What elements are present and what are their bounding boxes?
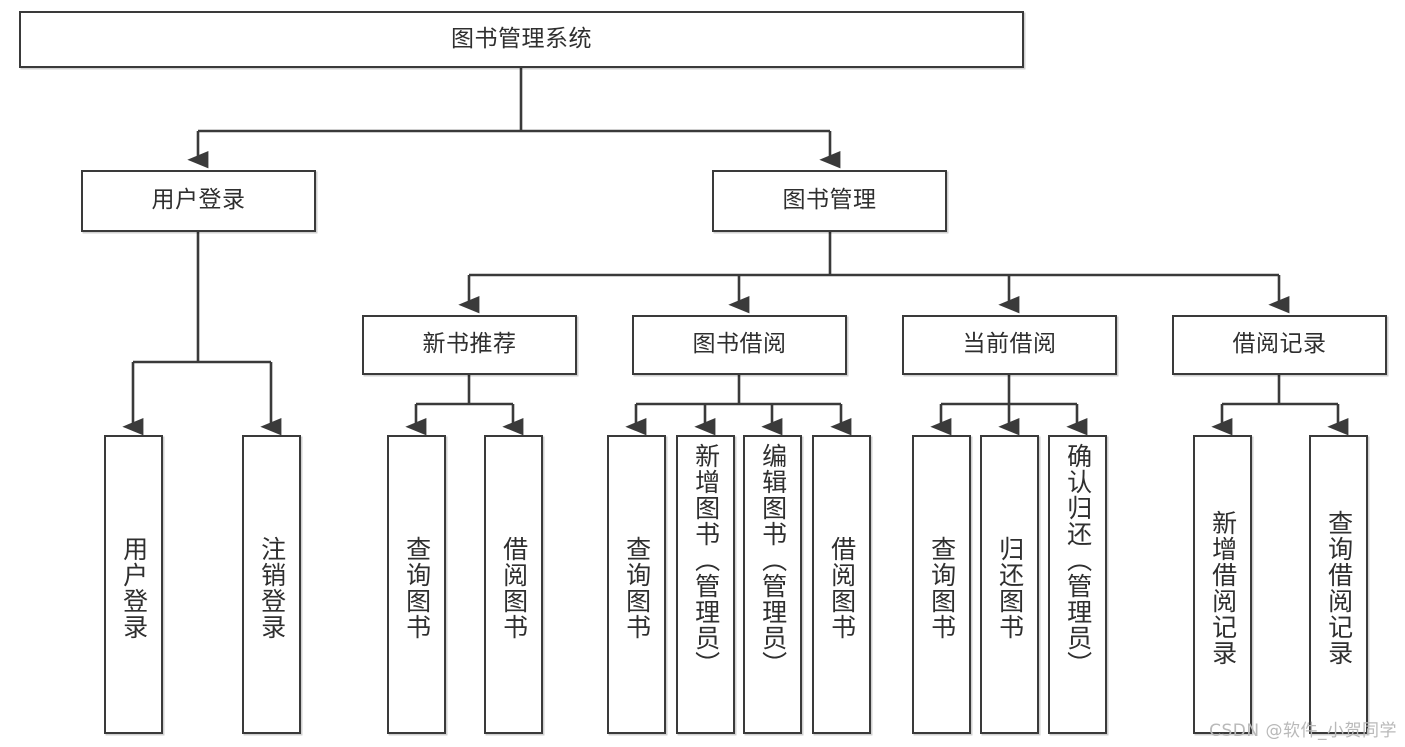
node-book-manage[interactable]: 图书管理: [712, 170, 947, 232]
node-borrow-record-label: 借阅记录: [1232, 331, 1327, 358]
node-user-login-label: 用户登录: [151, 187, 246, 214]
node-leaf-edit-book-label: 编辑图书（管理员）: [758, 443, 788, 677]
node-leaf-add-record-label: 新增借阅记录: [1208, 509, 1238, 666]
node-leaf-confirm-return-label: 确认归还（管理员）: [1063, 443, 1093, 677]
node-leaf-borrow-book-1-label: 借阅图书: [499, 535, 529, 640]
node-user-login[interactable]: 用户登录: [81, 170, 316, 232]
node-new-book-recommend[interactable]: 新书推荐: [362, 315, 577, 375]
node-book-manage-label: 图书管理: [782, 187, 877, 214]
node-current-borrow-label: 当前借阅: [962, 331, 1057, 358]
node-leaf-query-book-3[interactable]: 查询图书: [912, 435, 971, 734]
node-leaf-borrow-book-2[interactable]: 借阅图书: [812, 435, 871, 734]
node-leaf-return-book[interactable]: 归还图书: [980, 435, 1039, 734]
node-borrow-record[interactable]: 借阅记录: [1172, 315, 1387, 375]
node-leaf-return-book-label: 归还图书: [995, 535, 1025, 640]
node-leaf-confirm-return[interactable]: 确认归还（管理员）: [1048, 435, 1107, 734]
node-leaf-user-logout-label: 注销登录: [257, 535, 287, 640]
node-leaf-query-record-label: 查询借阅记录: [1324, 509, 1354, 666]
node-leaf-query-book-3-label: 查询图书: [927, 535, 957, 640]
node-leaf-edit-book[interactable]: 编辑图书（管理员）: [743, 435, 802, 734]
node-leaf-query-book-2[interactable]: 查询图书: [607, 435, 666, 734]
node-leaf-user-login[interactable]: 用户登录: [104, 435, 163, 734]
node-root-label: 图书管理系统: [451, 25, 592, 52]
csdn-watermark: CSDN @软件_小贺同学: [1209, 721, 1397, 741]
node-leaf-user-login-label: 用户登录: [119, 535, 149, 640]
node-book-borrow-label: 图书借阅: [692, 331, 787, 358]
node-leaf-user-logout[interactable]: 注销登录: [242, 435, 301, 734]
node-leaf-query-book-2-label: 查询图书: [622, 535, 652, 640]
node-leaf-query-book-1[interactable]: 查询图书: [387, 435, 446, 734]
node-book-borrow[interactable]: 图书借阅: [632, 315, 847, 375]
node-leaf-add-book-label: 新增图书（管理员）: [691, 443, 721, 677]
node-leaf-add-record[interactable]: 新增借阅记录: [1193, 435, 1252, 734]
node-leaf-add-book[interactable]: 新增图书（管理员）: [676, 435, 735, 734]
node-current-borrow[interactable]: 当前借阅: [902, 315, 1117, 375]
node-new-book-recommend-label: 新书推荐: [422, 331, 517, 358]
node-root[interactable]: 图书管理系统: [19, 11, 1024, 68]
node-leaf-query-record[interactable]: 查询借阅记录: [1309, 435, 1368, 734]
node-leaf-borrow-book-2-label: 借阅图书: [827, 535, 857, 640]
node-leaf-query-book-1-label: 查询图书: [402, 535, 432, 640]
node-leaf-borrow-book-1[interactable]: 借阅图书: [484, 435, 543, 734]
